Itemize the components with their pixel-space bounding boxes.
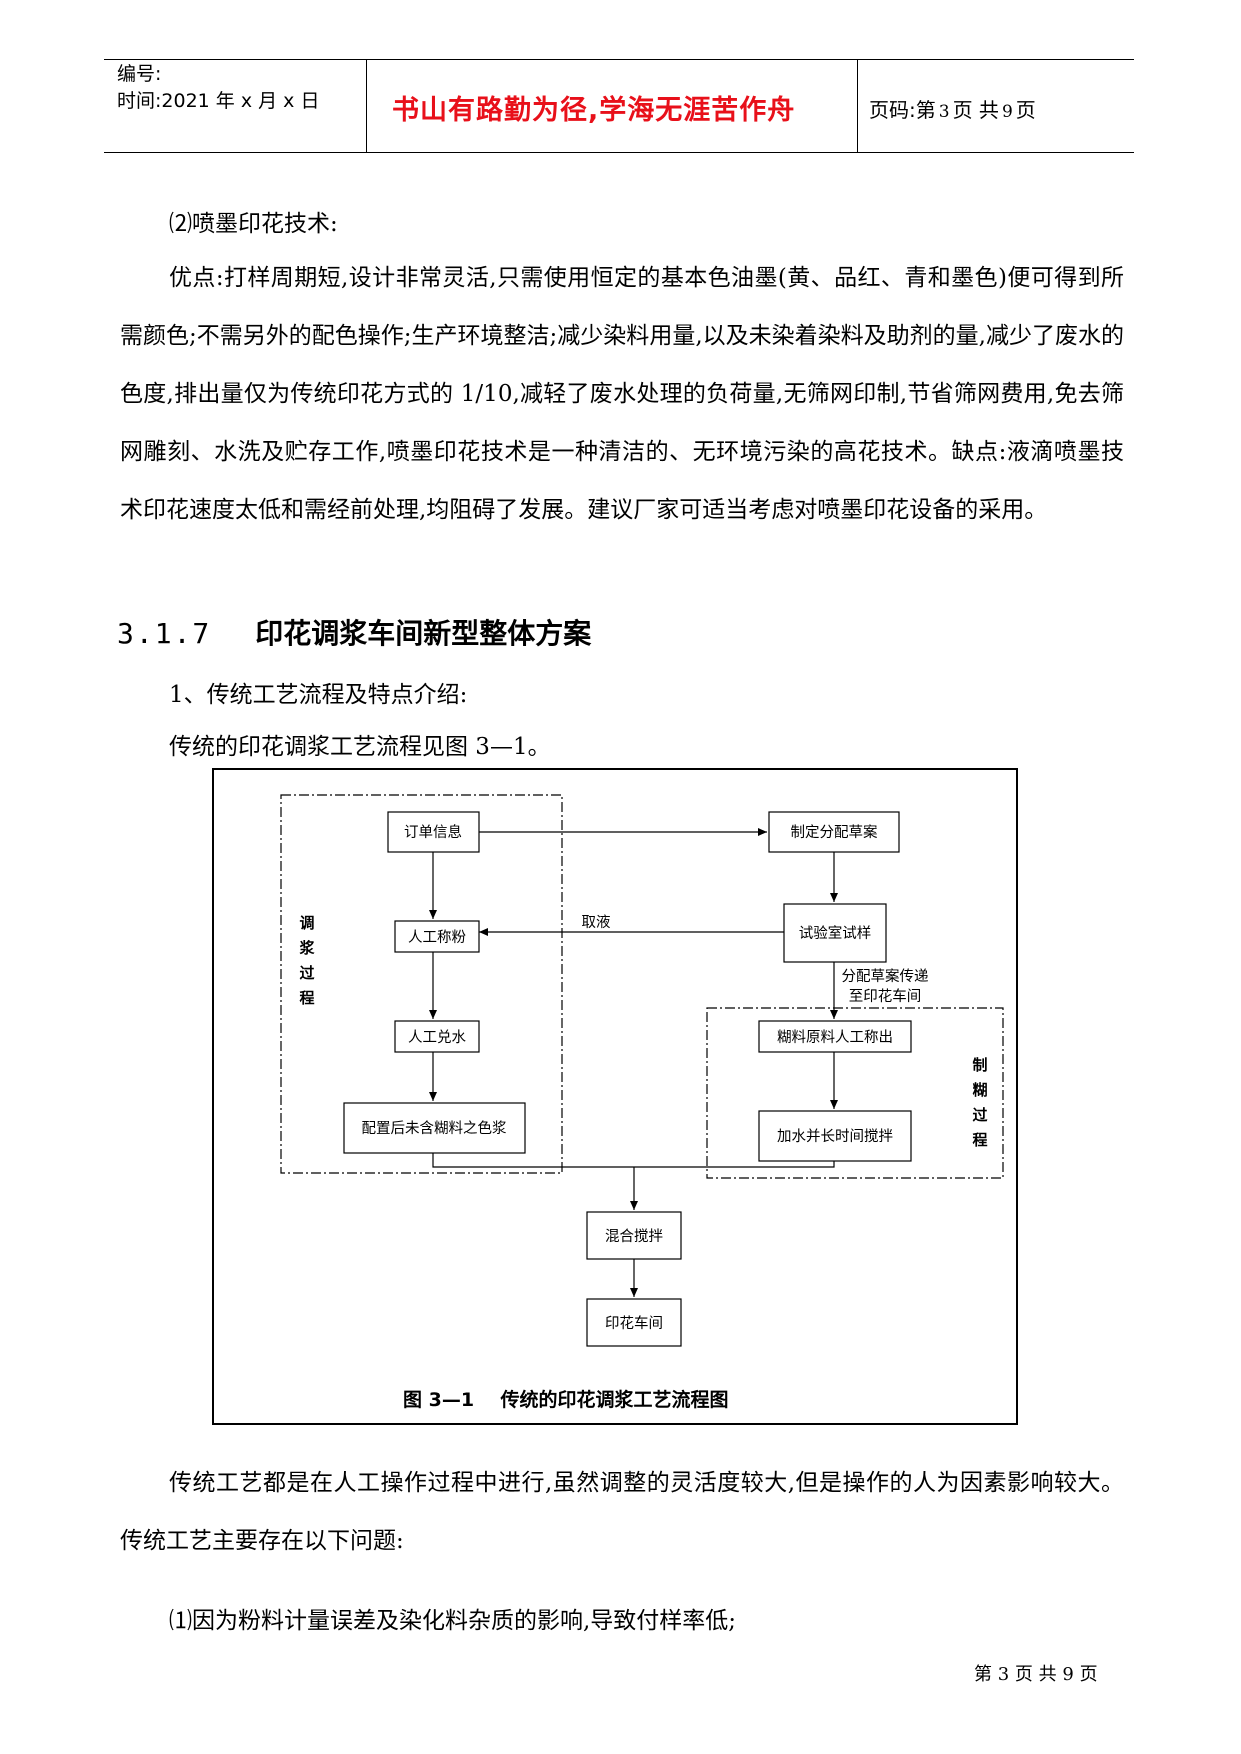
flowchart-svg: 订单信息 制定分配草案 人工称粉 试验室试样 取液 分配草案传递 至印花车间 人…	[280, 794, 1004, 1411]
group-frame-mixing	[280, 794, 563, 1174]
section-heading: 3.1.7 印花调浆车间新型整体方案	[117, 612, 591, 652]
figure-reference: 传统的印花调浆工艺流程见图 3—1。	[169, 734, 551, 760]
label-transfer-1: 分配草案传递	[842, 967, 929, 985]
node-long-stir-label: 加水并长时间搅拌	[777, 1128, 893, 1145]
node-lab-sample-label: 试验室试样	[799, 925, 872, 942]
node-paste-weigh-label: 糊料原料人工称出	[777, 1029, 893, 1046]
group-left-char-1: 调	[299, 914, 314, 932]
group-frame-paste	[706, 1007, 1004, 1179]
group-right-char-1: 制	[972, 1056, 987, 1074]
figure-caption: 图 3—1 传统的印花调浆工艺流程图	[403, 1388, 729, 1411]
subsection-title-inkjet: ⑵喷墨印花技术:	[169, 211, 338, 237]
node-manual-water: 人工兑水	[394, 1020, 480, 1053]
node-paste-weigh: 糊料原料人工称出	[758, 1020, 912, 1053]
problem-item-1: ⑴因为粉料计量误差及染化料杂质的影响,导致付样率低;	[169, 1608, 737, 1634]
node-color-paste-label: 配置后未含糊料之色浆	[362, 1119, 507, 1137]
header-motto: 书山有路勤为径,学海无涯苦作舟	[392, 95, 796, 126]
group-right-char-2: 糊	[972, 1081, 987, 1099]
node-print-workshop: 印花车间	[586, 1298, 682, 1347]
node-manual-weigh-label: 人工称粉	[408, 929, 466, 946]
label-transfer-2: 至印花车间	[849, 988, 922, 1005]
node-order-info-label: 订单信息	[404, 824, 462, 841]
node-long-stir: 加水并长时间搅拌	[758, 1110, 912, 1162]
node-lab-sample: 试验室试样	[783, 903, 887, 963]
header-divider-left	[366, 59, 367, 152]
node-draft-plan-label: 制定分配草案	[791, 823, 878, 841]
after-paragraph: 传统工艺都是在人工操作过程中进行,虽然调整的灵活度较大,但是操作的人为因素影响较…	[120, 1470, 1124, 1554]
inkjet-paragraph: 优点:打样周期短,设计非常灵活,只需使用恒定的基本色油墨(黄、品红、青和墨色)便…	[120, 265, 1124, 523]
group-left-char-3: 过	[299, 964, 314, 982]
header-top-rule	[104, 59, 1134, 60]
section-heading-title: 印花调浆车间新型整体方案	[255, 617, 592, 650]
node-manual-water-label: 人工兑水	[408, 1029, 466, 1046]
section-heading-number: 3.1.7	[117, 617, 212, 650]
node-print-workshop-label: 印花车间	[605, 1315, 663, 1332]
header-divider-right	[857, 59, 858, 152]
node-color-paste: 配置后未含糊料之色浆	[343, 1102, 526, 1154]
node-mix-stir: 混合搅拌	[586, 1211, 682, 1260]
page-footer: 第 3 页 共 9 页	[974, 1664, 1098, 1685]
header-number-label: 编号:	[117, 63, 162, 85]
header-meta: 编号: 时间:2021 年 x 月 x 日	[117, 61, 319, 115]
node-mix-stir-label: 混合搅拌	[605, 1228, 663, 1245]
node-order-info: 订单信息	[387, 811, 480, 853]
group-left-char-4: 程	[299, 989, 314, 1007]
group-right-char-4: 程	[972, 1131, 987, 1149]
node-draft-plan: 制定分配草案	[768, 811, 900, 853]
flowchart-figure: 订单信息 制定分配草案 人工称粉 试验室试样 取液 分配草案传递 至印花车间 人…	[212, 768, 1018, 1425]
node-manual-weigh: 人工称粉	[394, 920, 480, 953]
label-take-liquid: 取液	[582, 914, 611, 931]
group-right-char-3: 过	[972, 1106, 987, 1124]
group-left-char-2: 浆	[299, 939, 315, 957]
header-bottom-rule	[104, 152, 1134, 153]
header-time-label: 时间:2021 年 x 月 x 日	[117, 90, 320, 112]
intro-item-1: 1、传统工艺流程及特点介绍:	[169, 682, 468, 708]
